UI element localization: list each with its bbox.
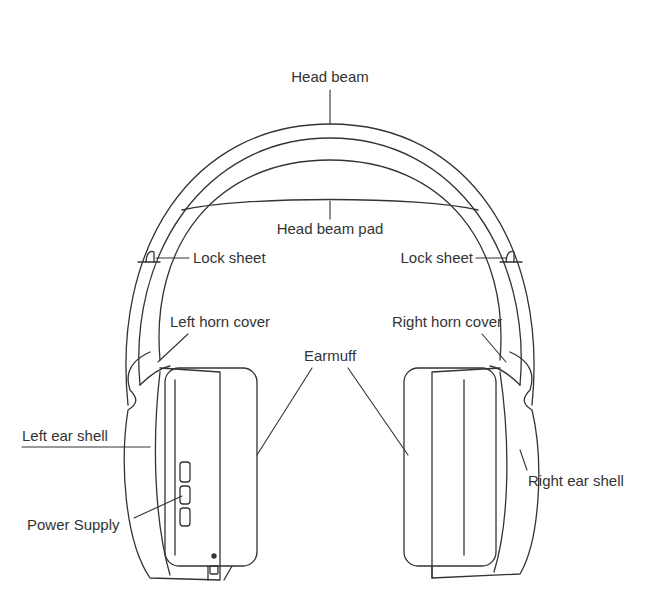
part-label: Lock sheet <box>400 249 473 267</box>
part-label: Lock sheet <box>193 249 266 267</box>
part-label: Right ear shell <box>528 472 624 490</box>
part-label: Power Supply <box>27 516 120 534</box>
leader-line <box>329 201 330 219</box>
part-label: Left ear shell <box>22 427 108 445</box>
lock-sheet-left <box>146 251 154 262</box>
head-beam <box>126 124 534 405</box>
indicator <box>212 554 216 558</box>
left-earmuff-seam <box>174 380 175 555</box>
right-ear-shell <box>432 352 539 578</box>
leader-line <box>482 334 506 362</box>
button <box>180 508 190 526</box>
lock-divider <box>138 261 160 262</box>
leader-line <box>520 450 527 470</box>
part-label: Left horn cover <box>170 313 270 331</box>
head-beam-inner <box>139 138 521 385</box>
right-earmuff <box>404 368 496 566</box>
lock-divider <box>500 261 522 262</box>
left-shell-edge <box>208 566 232 580</box>
leader-line <box>257 368 312 455</box>
right-shell-edge <box>431 566 432 578</box>
leader-lines <box>22 90 527 518</box>
lock-sheet-right <box>506 251 514 262</box>
right-earmuff-seam <box>463 380 464 555</box>
leader-line <box>158 334 188 362</box>
part-label: Head beam <box>291 68 369 86</box>
part-label: Head beam pad <box>277 220 384 238</box>
leader-line <box>329 90 330 124</box>
leader-line <box>22 446 150 447</box>
left-earmuff <box>165 368 257 566</box>
part-label: Right horn cover <box>392 313 502 331</box>
part-label: Earmuff <box>304 347 356 365</box>
button <box>180 486 190 504</box>
button <box>180 462 190 482</box>
left-shell-rim <box>155 372 170 575</box>
leader-line <box>134 496 182 518</box>
leader-line <box>476 257 506 258</box>
leader-line <box>156 257 189 258</box>
charge-port <box>210 566 218 574</box>
left-ear-shell <box>124 352 220 580</box>
leader-line <box>348 368 408 455</box>
